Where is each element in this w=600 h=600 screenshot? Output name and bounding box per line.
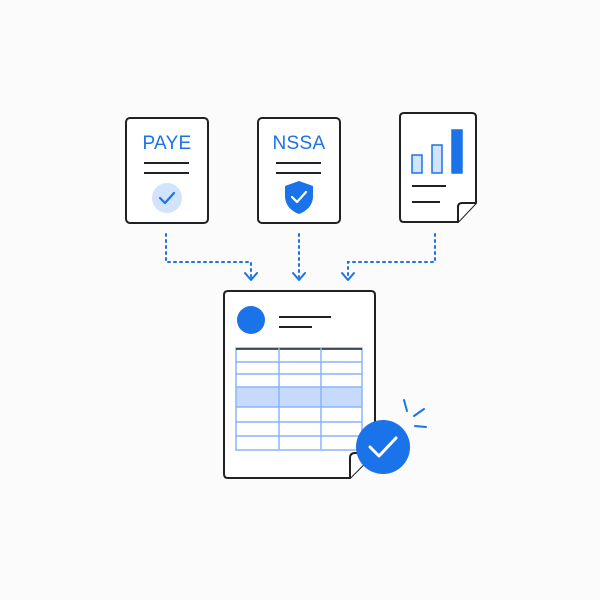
nssa-label: NSSA <box>273 133 326 154</box>
table-row-highlight <box>236 387 362 407</box>
nssa-document-paper <box>257 117 341 224</box>
shield-check-icon <box>285 181 313 214</box>
payroll-sheet <box>223 290 376 479</box>
report-page-fold <box>457 202 476 222</box>
nssa-document: NSSA <box>257 117 341 224</box>
connectors <box>165 233 436 278</box>
report-connector <box>347 233 436 278</box>
avatar <box>237 306 265 334</box>
report-document <box>399 112 477 223</box>
paye-document: PAYE <box>125 117 209 224</box>
report-bar <box>411 154 423 174</box>
report-bar <box>431 144 443 174</box>
arrow-down-icon <box>292 272 306 281</box>
connector-arrowheads <box>244 272 355 281</box>
paye-connector <box>165 233 252 278</box>
report-bar-chart <box>411 129 463 174</box>
checkmark-badge-icon <box>356 420 410 474</box>
payroll-sheet-paper <box>223 290 376 479</box>
checkmark-circle-icon <box>152 183 182 213</box>
arrow-down-icon <box>244 272 258 281</box>
sparkle-lines-icon <box>403 399 427 428</box>
paye-label: PAYE <box>142 133 191 154</box>
paye-document-paper <box>125 117 209 224</box>
table-frame <box>235 347 363 451</box>
arrow-down-icon <box>341 272 355 281</box>
spreadsheet-table <box>235 347 363 451</box>
report-bar <box>451 129 463 174</box>
